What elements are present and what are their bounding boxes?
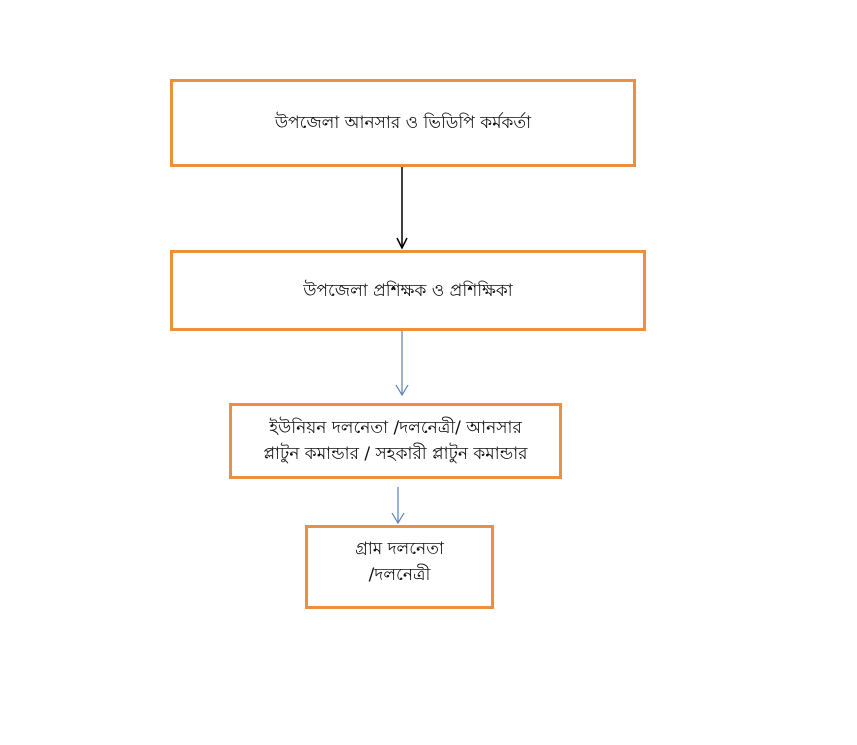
arrow-3 [391,487,405,525]
node-label-line-2: প্লাটুন কমান্ডার / সহকারী প্লাটুন কমান্ড… [263,444,528,464]
node-upazila-officer: উপজেলা আনসার ও ভিডিপি কর্মকর্তা [170,79,636,167]
node-upazila-trainer: উপজেলা প্রশিক্ষক ও প্রশিক্ষিকা [170,250,646,331]
node-village-leader: গ্রাম দলনেতা /দলনেত্রী [305,525,494,609]
node-label: উপজেলা আনসার ও ভিডিপি কর্মকর্তা [274,113,532,133]
arrow-1 [396,166,408,250]
node-label-line-1: গ্রাম দলনেতা [355,539,444,559]
node-label: উপজেলা প্রশিক্ষক ও প্রশিক্ষিকা [303,280,513,301]
node-label-line-2: /দলনেত্রী [368,565,431,585]
node-union-leader: ইউনিয়ন দলনেতা /দলনেত্রী/ আনসার প্লাটুন … [229,403,562,479]
node-label-line-1: ইউনিয়ন দলনেতা /দলনেত্রী/ আনসার [269,418,522,438]
arrow-2 [395,330,409,397]
